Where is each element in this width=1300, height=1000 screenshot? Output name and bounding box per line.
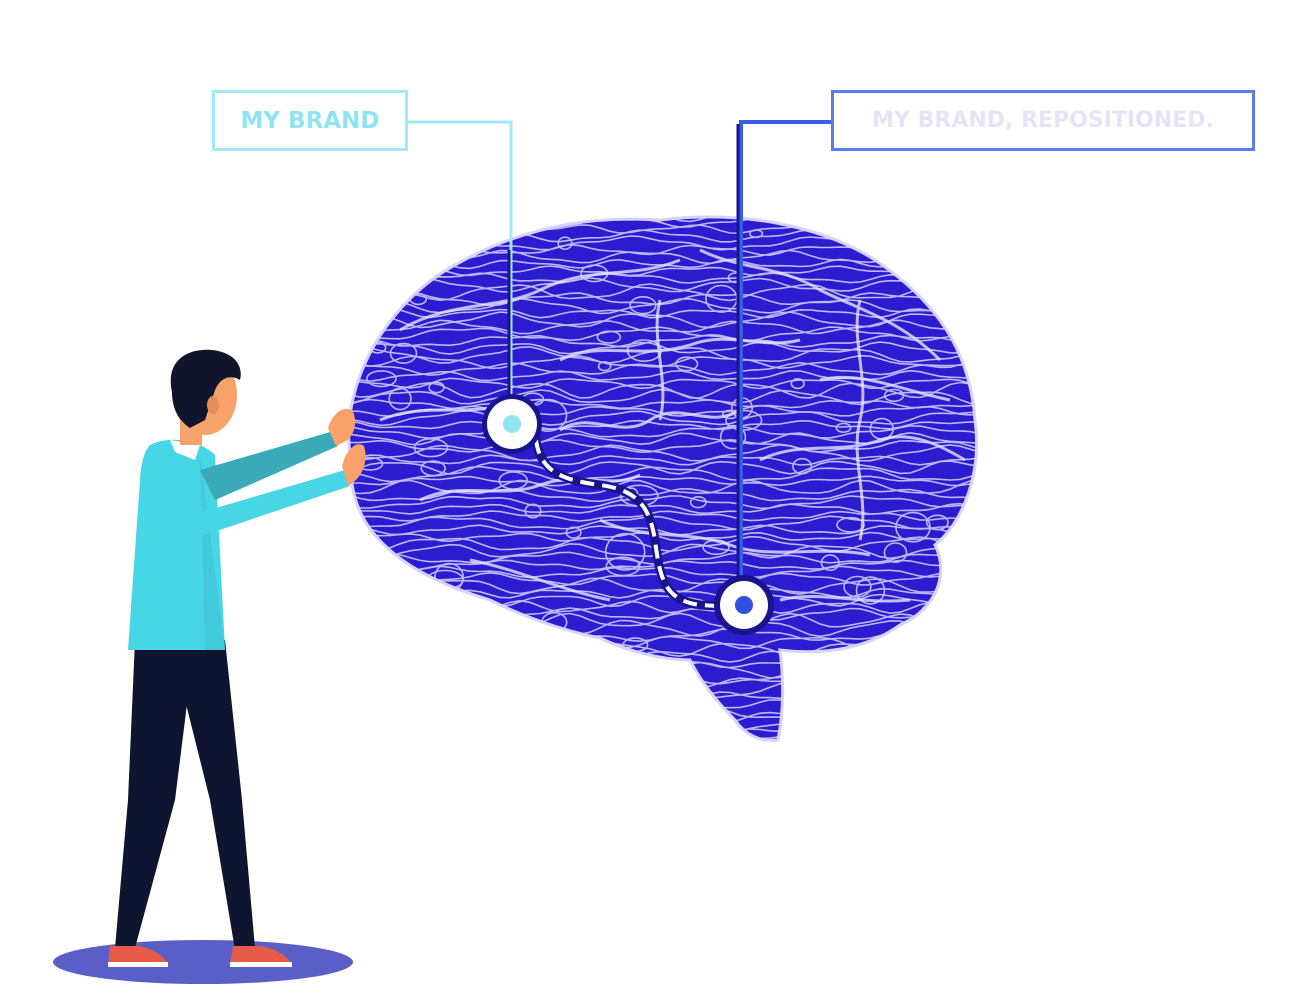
brain-texture-stroke xyxy=(348,710,977,728)
current-pointer-line xyxy=(408,120,513,400)
brain-texture-stroke xyxy=(348,495,977,510)
brain-texture-stroke xyxy=(348,727,977,739)
brain-texture-swirl xyxy=(498,471,529,490)
brain-texture-stroke xyxy=(348,271,977,285)
target-marker-icon xyxy=(714,575,774,635)
brain-texture-stroke xyxy=(348,515,977,531)
brain-texture-stroke xyxy=(348,333,977,348)
brain-texture-stroke xyxy=(348,531,977,543)
brain-texture-stroke xyxy=(348,377,977,390)
brain-texture-swirl xyxy=(413,438,449,458)
repositioning-path xyxy=(531,435,723,611)
brain-texture-stroke xyxy=(348,419,977,431)
brain-texture-swirl xyxy=(389,342,418,364)
right-leg xyxy=(175,640,255,950)
brain-texture-stroke xyxy=(348,669,977,686)
brain-texture-stroke xyxy=(348,488,977,503)
my-brand-label: MY BRAND xyxy=(212,90,408,151)
brain-texture-swirl xyxy=(557,236,573,250)
brain-texture-swirl xyxy=(604,532,646,571)
brain-texture-stroke xyxy=(348,465,977,483)
brain-texture-stroke xyxy=(348,681,977,700)
brain-texture-swirl xyxy=(596,330,622,344)
brain-texture-stroke xyxy=(348,369,977,383)
brain-texture-swirl xyxy=(597,361,612,372)
left-shoe xyxy=(108,946,168,966)
brain-texture-stroke xyxy=(348,676,977,692)
brain-texture-swirl xyxy=(792,457,813,475)
brain-texture-stroke xyxy=(348,308,977,319)
brain-texture-stroke xyxy=(348,319,977,335)
brain-texture-swirl xyxy=(388,387,412,411)
brain-texture-stroke xyxy=(348,265,977,277)
back-arm xyxy=(200,432,338,500)
brain-texture-swirl xyxy=(450,216,488,250)
brain-texture-swirl xyxy=(855,576,886,605)
brain-texture-swirl xyxy=(629,296,657,315)
repositioned-pointer-line xyxy=(736,120,831,580)
brain-texture-stroke xyxy=(348,510,977,522)
brain-texture-stroke xyxy=(348,698,977,711)
brain-texture-stroke xyxy=(348,660,977,679)
brain-texture-stroke xyxy=(348,703,977,721)
hair xyxy=(170,349,241,428)
brain-texture-swirl xyxy=(820,554,840,572)
brain-texture-swirl xyxy=(925,514,949,531)
brain-texture-swirl xyxy=(501,676,523,695)
brain-texture-swirl xyxy=(790,378,805,390)
brain-texture-swirl xyxy=(455,600,486,625)
brain-texture-stroke xyxy=(348,277,977,293)
floor-shadow xyxy=(53,940,353,984)
brain-texture-swirl xyxy=(575,656,611,690)
brain-texture-swirl xyxy=(881,673,906,697)
brain-texture-swirl xyxy=(565,526,582,539)
brain-texture-swirl xyxy=(883,542,908,564)
brain-texture-swirl xyxy=(836,516,865,533)
brain-texture-stroke xyxy=(348,719,977,733)
brain-texture-swirl xyxy=(689,496,707,509)
brain-texture-stroke xyxy=(348,454,977,466)
front-arm xyxy=(175,470,350,540)
brain-texture-swirl xyxy=(835,422,852,433)
brain-texture-stroke xyxy=(348,326,977,342)
right-shoe xyxy=(230,946,292,966)
brain-texture-swirl xyxy=(420,460,446,477)
brain-texture-swirl xyxy=(365,370,397,388)
brain-texture-swirl xyxy=(605,556,641,577)
left-leg xyxy=(115,640,195,948)
target-marker-icon xyxy=(482,394,542,454)
brain-texture-swirl xyxy=(675,356,699,372)
brain-texture-swirl xyxy=(524,503,542,519)
brain-texture-swirl xyxy=(428,381,445,394)
brain-texture-stroke xyxy=(348,657,977,669)
brain-texture-swirl xyxy=(883,388,905,403)
brain-texture-stroke xyxy=(348,381,977,399)
brain-texture-swirl xyxy=(536,705,551,714)
my-brand-repositioned-label: MY BRAND, REPOSITIONED. xyxy=(831,90,1255,151)
brain-texture-stroke xyxy=(348,577,977,595)
brain-texture-swirl xyxy=(725,409,763,431)
brain-texture-stroke xyxy=(348,398,977,410)
brain-texture-stroke xyxy=(348,311,977,329)
brain-texture-stroke xyxy=(348,691,977,705)
brain-texture-swirl xyxy=(356,689,388,710)
torso xyxy=(128,439,225,650)
brain-texture-swirl xyxy=(409,292,428,306)
brain-texture-swirl xyxy=(431,219,467,253)
brain-texture-swirl xyxy=(622,637,649,653)
brain-illustration xyxy=(347,215,979,742)
brain-texture-stroke xyxy=(348,475,977,487)
back-hand xyxy=(328,408,356,446)
brain-texture-stroke xyxy=(348,733,977,741)
brain-texture-swirl xyxy=(719,424,747,450)
brain-texture-swirl xyxy=(920,600,960,626)
brain-texture-swirl xyxy=(673,676,690,689)
brain-texture-stroke xyxy=(348,524,977,536)
person-figure xyxy=(53,349,366,984)
front-hand xyxy=(342,444,366,486)
brain-texture-swirl xyxy=(748,229,764,239)
